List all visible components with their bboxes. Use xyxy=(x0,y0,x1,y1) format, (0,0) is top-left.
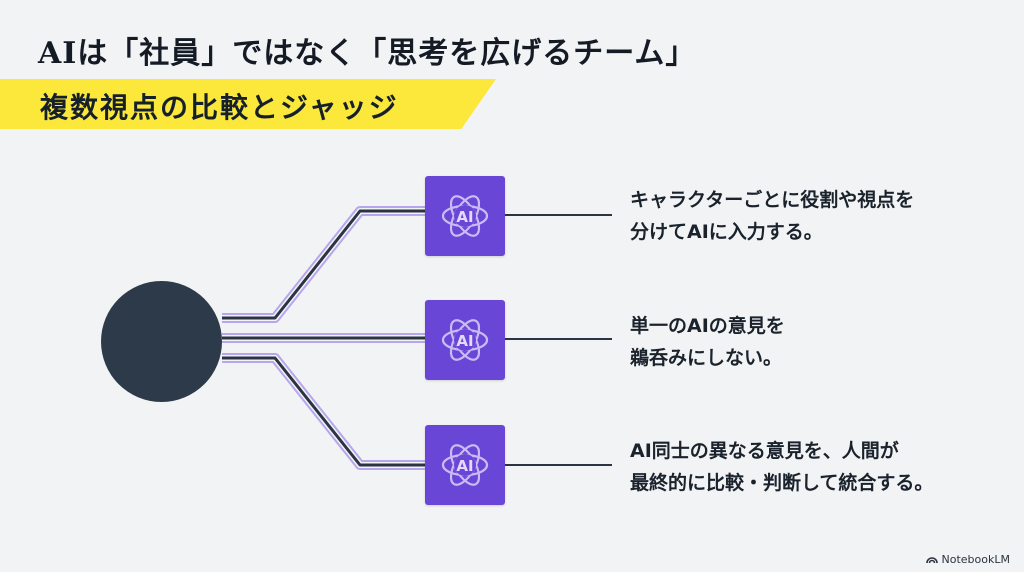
description-line: 単一のAIの意見を xyxy=(630,315,785,337)
branch-description-top: キャラクターごとに役割や視点を 分けてAIに入力する。 xyxy=(630,184,914,248)
branch-description-middle: 単一のAIの意見を 鵜呑みにしない。 xyxy=(630,310,785,374)
ai-icon: AI xyxy=(441,319,489,361)
page-title: AIは「社員」ではなく「思考を広げるチーム」 xyxy=(38,36,697,71)
connector-branch-top xyxy=(222,206,425,323)
page-subtitle: 複数視点の比較とジャッジ xyxy=(40,91,399,124)
ai-node-top: AI xyxy=(425,176,505,256)
description-line: 最終的に比較・判断して統合する。 xyxy=(630,472,934,494)
notebooklm-logo-icon xyxy=(925,557,938,564)
branch-description-bottom: AI同士の異なる意見を、人間が 最終的に比較・判断して統合する。 xyxy=(630,435,933,499)
footer-brand: NotebookLM xyxy=(925,553,1010,566)
connector-branch-bottom xyxy=(222,353,425,470)
brand-name: NotebookLM xyxy=(941,553,1010,566)
ai-node-middle: AI xyxy=(425,300,505,380)
description-line: キャラクターごとに役割や視点を xyxy=(630,189,915,211)
hub-circle xyxy=(101,281,222,402)
description-line: 分けてAIに入力する。 xyxy=(630,221,823,243)
ai-icon-label: AI xyxy=(456,208,473,226)
ai-icon-label: AI xyxy=(456,457,473,475)
description-line: 鵜呑みにしない。 xyxy=(630,347,783,369)
ai-icon: AI xyxy=(441,444,489,486)
subtitle-highlight-band xyxy=(0,79,496,129)
description-line: AI同士の異なる意見を、人間が xyxy=(630,440,899,462)
ai-icon-label: AI xyxy=(456,332,473,350)
ai-node-bottom: AI xyxy=(425,425,505,505)
ai-icon: AI xyxy=(441,195,489,237)
